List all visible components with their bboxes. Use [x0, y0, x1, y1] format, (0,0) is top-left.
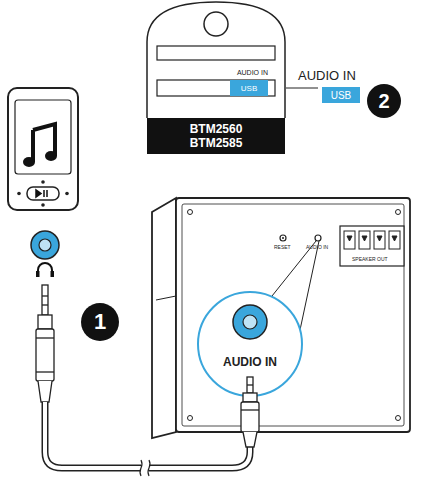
rear-panel	[147, 2, 285, 118]
screw	[396, 416, 401, 421]
rear-panel: AUDIO IN USB	[147, 2, 285, 118]
label-text: BTM2560 BTM2585	[187, 122, 245, 150]
label-text: USB	[331, 90, 352, 101]
speaker-terminals	[340, 226, 404, 266]
button-dot	[41, 180, 45, 184]
aux-jack-zoom	[233, 305, 267, 339]
label-text: 1	[94, 309, 106, 335]
unit-panel	[182, 204, 404, 426]
usb-port-label: USB	[230, 80, 268, 96]
plug-grip	[241, 409, 259, 410]
headphone-icon	[36, 271, 40, 277]
port-label: AUDIO IN	[298, 68, 356, 83]
aux-jack-zoom	[243, 315, 257, 329]
headphone-jack	[31, 231, 59, 259]
screw	[188, 210, 193, 215]
plug-grip	[36, 337, 54, 338]
plug-collar	[243, 393, 257, 402]
label-text: USB	[241, 84, 257, 93]
port-label: AUDIO IN	[306, 244, 328, 250]
panel-slot	[157, 80, 275, 96]
play-pause-button	[27, 187, 59, 200]
cable-break	[140, 460, 150, 476]
plug-collar	[38, 315, 52, 329]
usb-port-label: USB	[322, 87, 360, 103]
unit-edge	[156, 296, 176, 300]
panel-hole	[204, 12, 228, 36]
plug-ring	[247, 384, 253, 385]
model-band: BTM2560 BTM2585	[147, 118, 285, 154]
speaker-unit	[176, 198, 410, 432]
zoom-circle	[198, 292, 302, 396]
terminal-label: SPEAKER OUT	[352, 256, 388, 262]
music-note-icon	[23, 157, 35, 167]
reset-hole	[282, 237, 284, 239]
callout-number: 1	[81, 303, 119, 341]
screw	[188, 416, 193, 421]
plug-grip	[36, 371, 54, 372]
plug-ring	[42, 304, 48, 305]
button-dot	[41, 203, 45, 207]
audio-plug	[241, 377, 259, 447]
audio-plug	[36, 285, 54, 402]
music-note-icon	[45, 151, 57, 161]
terminal-mark	[347, 236, 397, 241]
plug-tip	[42, 285, 48, 315]
play-pause-icon	[36, 190, 47, 197]
button-dot	[17, 192, 21, 196]
mp3-player	[8, 88, 78, 210]
headphone-icon	[38, 263, 52, 276]
label-text: AUDIO IN	[237, 69, 268, 76]
strain-relief	[243, 432, 257, 447]
headphone-icon	[51, 271, 55, 277]
zoom-leader	[300, 241, 319, 330]
aux-jack	[315, 235, 321, 241]
callout-number: 2	[367, 84, 401, 118]
label-text: 2	[378, 90, 389, 113]
plug-tip	[247, 377, 253, 393]
strain-relief	[38, 381, 52, 402]
plug-ring	[42, 295, 48, 296]
port-label: RESET	[274, 244, 291, 250]
screw	[396, 210, 401, 215]
leader-line	[286, 88, 318, 89]
headphone-jack	[39, 239, 51, 251]
terminal-clips	[344, 231, 400, 249]
zoom-circle: AUDIO IN	[198, 292, 302, 396]
plug-body	[36, 329, 54, 381]
speaker-unit-side	[152, 198, 176, 438]
label-text: AUDIO IN	[223, 355, 277, 369]
panel-slot	[157, 46, 275, 60]
reset-hole	[280, 235, 286, 241]
plug-body	[241, 402, 259, 432]
button-dot	[65, 192, 69, 196]
player-screen	[15, 100, 71, 174]
